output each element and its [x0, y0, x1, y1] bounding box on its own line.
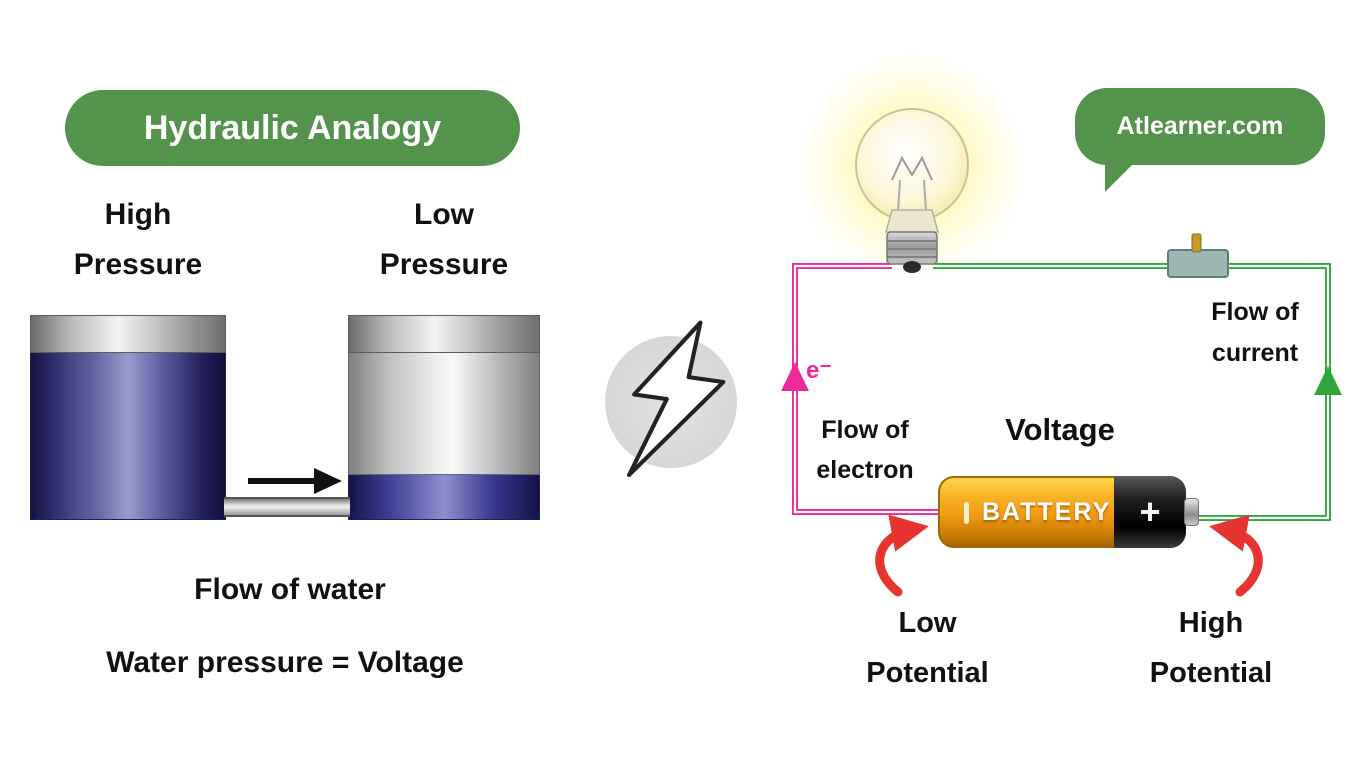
voltage-label: Voltage	[1005, 412, 1115, 447]
tank-rim	[348, 315, 540, 353]
filament-supports	[897, 179, 927, 213]
low-pressure-label: Low Pressure	[379, 198, 509, 281]
title-badge: Hydraulic Analogy	[65, 90, 520, 166]
flow-of-electron-label: Flow of electron	[816, 416, 914, 484]
right-arrow-icon	[248, 468, 344, 494]
arrow-head	[314, 468, 342, 494]
bulb-filament	[891, 155, 933, 181]
low-potential-label: Low Potential	[866, 607, 989, 689]
brand-badge: Atlearner.com	[1075, 88, 1325, 165]
bulb-contact-tip	[903, 261, 921, 273]
bulb-glass	[855, 108, 969, 222]
battery-plus-sign: +	[1139, 491, 1161, 532]
high-pressure-tank	[30, 315, 226, 521]
battery-terminal-nub	[1184, 498, 1199, 526]
flow-of-water-label: Flow of water	[194, 573, 386, 606]
switch-pin	[1191, 233, 1202, 253]
high-pressure-label: High Pressure	[73, 198, 203, 281]
battery-minus-mark	[964, 502, 969, 524]
battery-positive-cap: +	[1114, 476, 1186, 548]
tank-rim	[30, 315, 226, 353]
water-pressure-equation-label: Water pressure = Voltage	[106, 646, 464, 679]
battery-icon: BATTERY +	[938, 476, 1199, 548]
tank-water-full	[30, 353, 226, 520]
brand-badge-label: Atlearner.com	[1116, 112, 1284, 140]
high-potential-label: High Potential	[1149, 607, 1273, 689]
high-potential-curved-arrow-icon	[1209, 514, 1263, 597]
title-badge-label: Hydraulic Analogy	[143, 108, 442, 147]
connecting-pipe	[224, 497, 350, 517]
light-bulb-icon	[855, 108, 969, 273]
flow-of-current-label: Flow of current	[1211, 298, 1299, 367]
brand-badge-tail	[1105, 162, 1135, 192]
low-pressure-tank	[348, 315, 540, 521]
tank-empty-body	[348, 353, 540, 475]
switch-icon	[1167, 249, 1229, 278]
tank-water-low	[348, 475, 540, 520]
lightning-bolt-icon	[626, 320, 726, 478]
battery-text: BATTERY	[982, 497, 1112, 526]
electron-symbol-label: e⁻	[806, 357, 833, 384]
low-potential-curved-arrow-icon	[875, 514, 929, 597]
bulb-neck	[885, 209, 939, 233]
screw-ridges	[887, 240, 937, 258]
arrow-shaft	[248, 478, 316, 484]
electron-up-arrow-icon	[781, 362, 809, 391]
